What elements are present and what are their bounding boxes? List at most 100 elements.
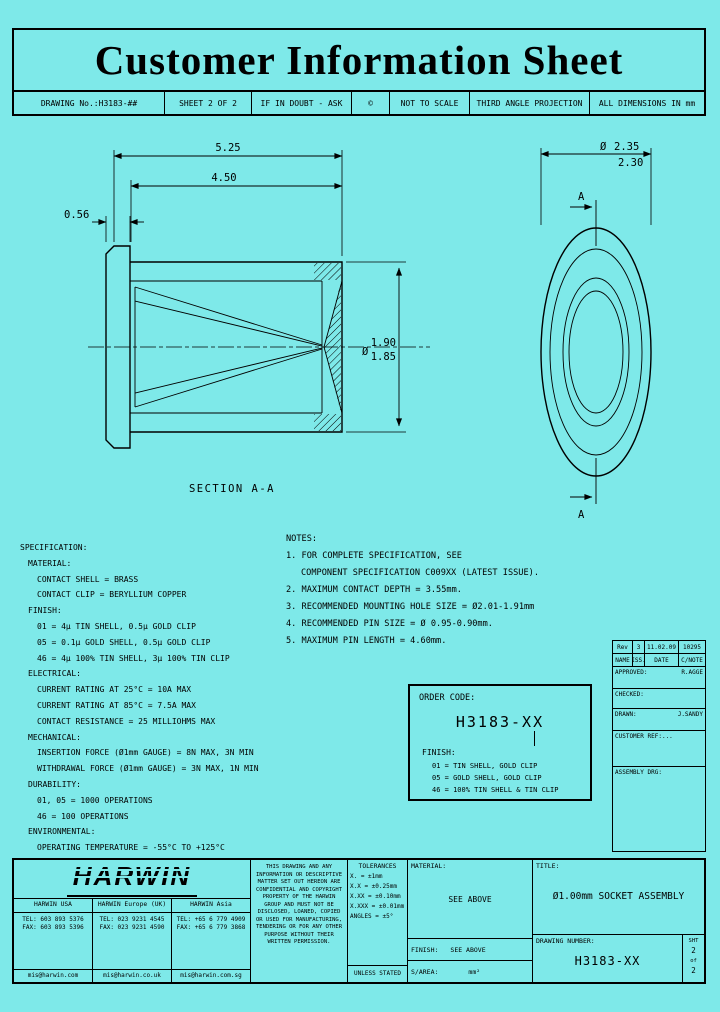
- dimension-lines: [92, 150, 406, 433]
- tolerances-cell: TOLERANCES X. = ±1mm X.X = ±0.25mm X.XX …: [348, 860, 408, 982]
- spec-line: CONTACT CLIP = BERYLLIUM COPPER: [37, 590, 187, 600]
- order-code-title: ORDER CODE:: [419, 693, 476, 703]
- revision-values-row: Rev 3 11.02.09 10295: [613, 641, 705, 654]
- logo-stripe: [68, 876, 196, 878]
- assembly-drg-row: ASSEMBLY DRG:: [613, 767, 705, 851]
- spec-heading: ELECTRICAL:: [28, 669, 81, 679]
- rev-date-value: 11.02.09: [645, 641, 679, 653]
- address-europe-tel: TEL: 023 9231 4545: [99, 915, 165, 923]
- address-usa-fax: FAX: 603 893 5396: [22, 924, 84, 931]
- if-in-doubt-field: IF IN DOUBT - ASK: [252, 92, 352, 114]
- customer-ref-row: CUSTOMER REF:...: [613, 731, 705, 767]
- address-usa-tel: TEL: 603 893 5376: [22, 915, 84, 923]
- address-usa-header: HARWIN USA: [14, 899, 92, 913]
- note-line: 4. RECOMMENDED PIN SIZE = Ø 0.95-0.90mm.: [286, 619, 493, 629]
- order-finish-option: 01 = TIN SHELL, GOLD CLIP: [432, 762, 538, 770]
- specification-block: SPECIFICATION: MATERIAL: CONTACT SHELL =…: [20, 540, 292, 856]
- drawn-row: DRAWN: J.SANDY: [613, 709, 705, 731]
- address-europe-email: mis@harwin.co.uk: [93, 968, 171, 983]
- spec-line: CURRENT RATING AT 85°C = 7.5A MAX: [37, 700, 196, 710]
- drawing-number-value: H3183-XX: [574, 953, 641, 968]
- approved-row: APPROVED: R.AGGE: [613, 667, 705, 689]
- section-arrow-top-label: A: [578, 191, 585, 203]
- sheet-field: SHEET 2 OF 2: [165, 92, 252, 114]
- rev-cnote-header: C/NOTE: [681, 656, 703, 664]
- socket-end-view: [540, 148, 652, 504]
- spec-line: CONTACT RESISTANCE = 25 MILLIOHMS MAX: [37, 716, 216, 726]
- harwin-logo: HARWIN: [66, 861, 198, 897]
- drawn-label: DRAWN:: [615, 711, 637, 718]
- rev-name-header: NAME: [613, 654, 633, 666]
- spec-line: INSERTION FORCE (Ø1mm GAUGE) = 8N MAX, 3…: [37, 748, 254, 758]
- rev-date-header: DATE: [645, 654, 679, 666]
- note-line: COMPONENT SPECIFICATION C009XX (LATEST I…: [301, 568, 539, 578]
- finish-label: FINISH:: [411, 945, 439, 954]
- sheet-total: 2: [691, 965, 696, 975]
- sarea-label: S/AREA:: [411, 967, 439, 976]
- footer-title-block: HARWIN HARWIN USA TEL: 603 893 5376 FAX:…: [12, 858, 706, 984]
- bore-dia-upper: 1.90: [371, 337, 396, 349]
- address-europe: HARWIN Europe (UK) TEL: 023 9231 4545 FA…: [93, 899, 172, 982]
- dim-body-label: 4.50: [211, 172, 236, 184]
- drawing-number-label: DRAWING NUMBER:: [536, 937, 595, 945]
- logo-stripe: [68, 869, 196, 871]
- dimensions-field: ALL DIMENSIONS IN mm: [598, 98, 696, 108]
- revision-table: Rev 3 11.02.09 10295 NAME ISS. DATE C/NO…: [612, 640, 706, 852]
- spec-heading: MATERIAL:: [28, 558, 72, 568]
- tolerance-line: X.XXX = ±0.01mm: [350, 903, 405, 910]
- title-box: Customer Information Sheet: [12, 28, 706, 92]
- order-code-box: ORDER CODE: H3183-XX FINISH: 01 = TIN SH…: [408, 684, 592, 801]
- outer-dia-upper: 2.35: [614, 141, 639, 153]
- assembly-drg-label: ASSEMBLY DRG:: [615, 769, 662, 776]
- projection-field: THIRD ANGLE PROJECTION: [470, 92, 590, 114]
- drawing-number-field: DRAWING No.:H3183-##: [14, 92, 165, 114]
- order-code-leader-line: [534, 731, 535, 746]
- confidentiality-notice: THIS DRAWING AND ANY INFORMATION OR DESC…: [250, 860, 348, 982]
- logo-area: HARWIN: [14, 860, 250, 898]
- spec-line: CURRENT RATING AT 25°C = 10A MAX: [37, 685, 192, 695]
- order-code-value: H3183-XX: [455, 713, 545, 731]
- address-asia-email: mis@harwin.com.sg: [172, 968, 250, 983]
- copyright-icon: ©: [352, 92, 390, 114]
- material-cell: MATERIAL: SEE ABOVE: [408, 860, 533, 938]
- title-value: Ø1.00mm SOCKET ASSEMBLY: [552, 891, 685, 903]
- page-title: Customer Information Sheet: [94, 37, 624, 83]
- not-to-scale-field: NOT TO SCALE: [390, 92, 470, 114]
- address-asia-fax: FAX: +65 6 779 3868: [176, 924, 246, 931]
- bore-dia-symbol: Ø: [362, 346, 369, 358]
- section-arrow-bottom-label: A: [578, 509, 585, 521]
- spec-line: 01, 05 = 1000 OPERATIONS: [37, 795, 153, 805]
- spec-line: CONTACT SHELL = BRASS: [37, 574, 139, 584]
- revision-header-row: NAME ISS. DATE C/NOTE: [613, 654, 705, 667]
- note-line: 3. RECOMMENDED MOUNTING HOLE SIZE = Ø2.0…: [286, 602, 535, 612]
- material-value: SEE ABOVE: [448, 895, 492, 905]
- socket-section-view: [88, 245, 430, 449]
- spec-title: SPECIFICATION:: [20, 543, 88, 552]
- sheet-label: SHT: [688, 938, 699, 944]
- address-europe-header: HARWIN Europe (UK): [93, 899, 171, 913]
- address-asia-header: HARWIN Asia: [172, 899, 250, 913]
- rev-cnote-value: 10295: [682, 643, 702, 651]
- rev-issue-value: 3: [633, 641, 645, 653]
- address-row: HARWIN USA TEL: 603 893 5376 FAX: 603 89…: [14, 898, 250, 982]
- rev-label: Rev: [613, 641, 633, 653]
- note-line: 2. MAXIMUM CONTACT DEPTH = 3.55mm.: [286, 585, 462, 595]
- outer-dia-lower: 2.30: [618, 157, 643, 169]
- spec-heading: MECHANICAL:: [28, 732, 81, 742]
- address-europe-fax: FAX: 023 9231 4590: [99, 924, 165, 931]
- checked-row: CHECKED:: [613, 689, 705, 709]
- sheet-of-label: of: [690, 957, 697, 964]
- sarea-cell: S/AREA: mm²: [408, 960, 533, 982]
- spec-line: 05 = 0.1μ GOLD SHELL, 0.5μ GOLD CLIP: [37, 637, 211, 647]
- bore-dia-lower: 1.85: [371, 351, 396, 363]
- checked-label: CHECKED:: [615, 691, 644, 698]
- note-line: 1. FOR COMPLETE SPECIFICATION, SEE: [286, 551, 462, 561]
- technical-drawing: 5.25 4.50 0.56 Ø 1.90 1.85 SECTION A-A A…: [64, 141, 652, 521]
- sarea-value: mm²: [468, 967, 481, 976]
- address-usa: HARWIN USA TEL: 603 893 5376 FAX: 603 89…: [14, 899, 93, 982]
- tolerances-title: TOLERANCES: [358, 863, 397, 870]
- spec-line: 01 = 4μ TIN SHELL, 0.5μ GOLD CLIP: [37, 621, 196, 631]
- outer-dia-symbol: Ø: [600, 141, 607, 153]
- order-finish-option: 46 = 100% TIN SHELL & TIN CLIP: [432, 786, 559, 794]
